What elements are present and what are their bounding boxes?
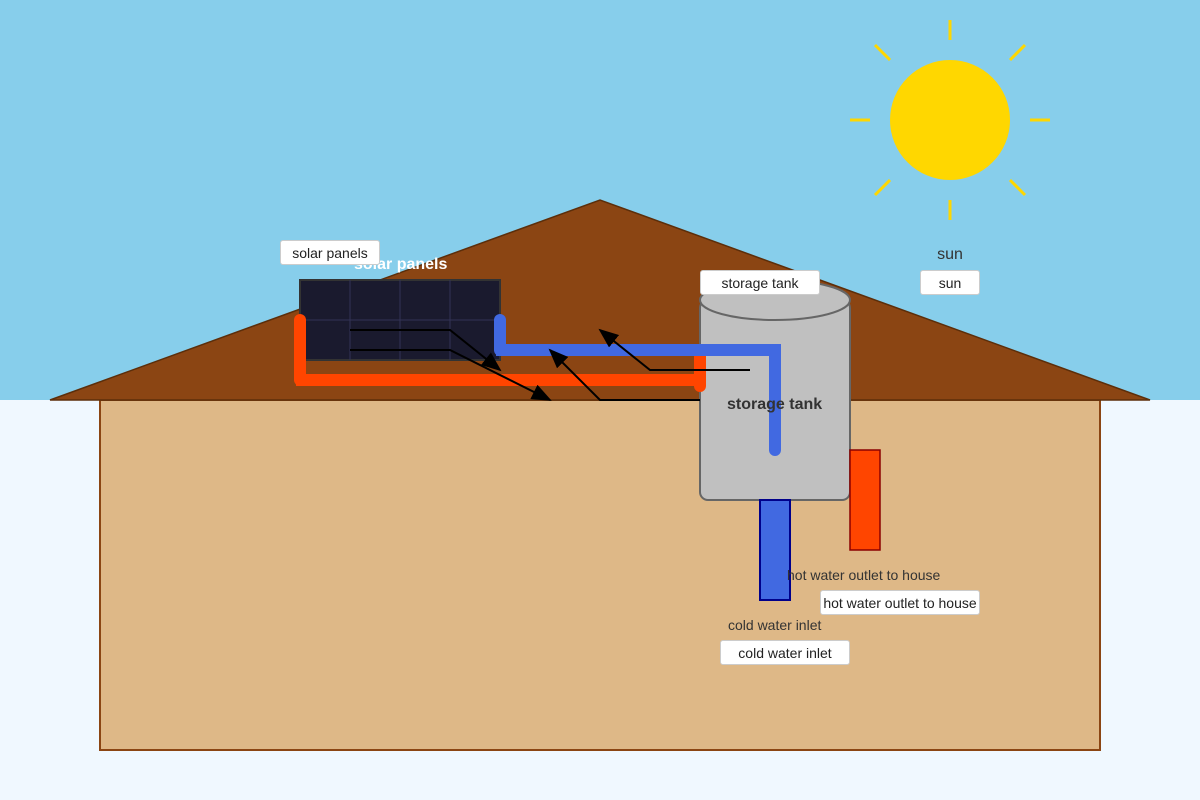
cold-water-pipe [494,314,781,456]
house-wall [99,399,1101,751]
arrow-panel-lower [350,349,552,401]
hot-water-outlet-tag: hot water outlet to house [820,590,980,615]
cold-water-inlet-tag: cold water inlet [720,640,850,665]
arrow-panel-upper [350,329,502,372]
sun-icon [850,20,1050,220]
solar-panels-tag: solar panels [280,240,380,265]
leader-lines [350,328,750,401]
sun-tag: sun [920,270,980,295]
hot-water-outlet-pipe [849,449,881,551]
storage-tank-tag: storage tank [700,270,820,295]
hot-water-outlet-label: hot water outlet to house [787,567,941,583]
cold-water-inlet-label: cold water inlet [728,617,822,633]
storage-tank-label: storage tank [727,396,823,413]
sun-label: sun [937,246,963,263]
cold-water-inlet-pipe [759,499,791,601]
solar-panel-icon [299,279,501,361]
arrow-tank-upper [598,328,750,371]
arrow-tank-lower [548,348,700,401]
